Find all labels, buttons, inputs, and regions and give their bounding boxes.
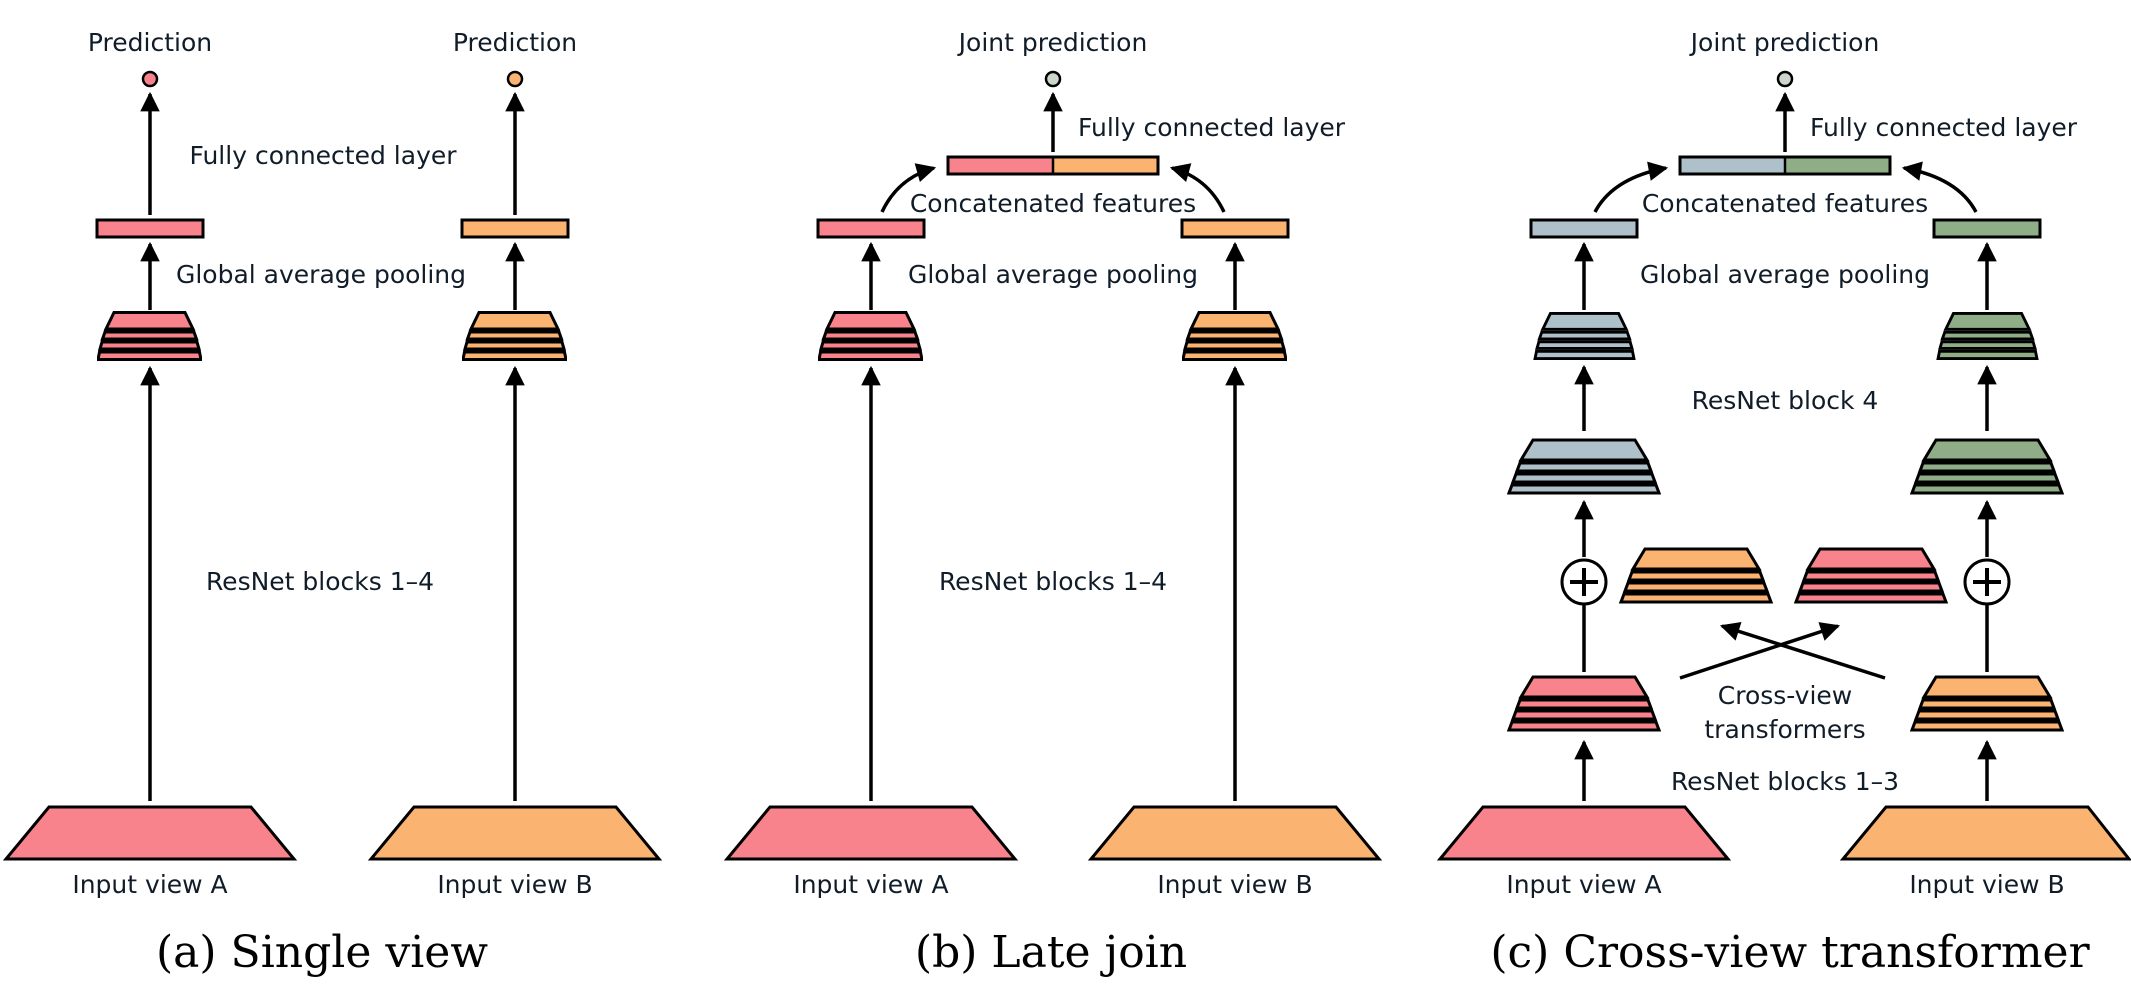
input-view-a-label: Input view A [72,870,227,899]
concatenated-features-label: Concatenated features [1642,189,1928,218]
concat-arrow-a [880,163,937,213]
concatenated-features-label: Concatenated features [910,189,1196,218]
feature-bar-a [95,218,205,239]
concat-arrow-a [1593,161,1669,213]
block3-output-stack-b [1910,675,2064,732]
concat-half-a [1680,157,1785,174]
concat-half-b [1053,157,1158,174]
resnet-stack-a [818,311,923,361]
input-trapezoid-b [1087,805,1383,861]
feature-bar-b [1932,218,2042,239]
fully-connected-label: Fully connected layer [1810,113,2078,142]
cross-view-transformers-label-line2: transformers [1704,715,1865,744]
input-view-b-label: Input view B [1157,870,1312,899]
input-trapezoid-b [367,805,663,861]
block3-output-stack-a [1507,675,1661,732]
feature-bar-a [816,218,926,239]
panel-late-join: Joint prediction Fully connected layer C… [723,28,1383,978]
input-trapezoid-b [1839,805,2131,861]
cross-transformed-stack-a-to-b [1794,547,1948,604]
resnet-stack-a [97,311,202,361]
joint-prediction-label: Joint prediction [957,28,1148,57]
cross-transformed-stack-b-to-a [1619,547,1773,604]
fully-connected-label: Fully connected layer [1078,113,1346,142]
plus-icon-b [1963,558,2011,606]
prediction-dot-b [506,70,524,88]
input-view-a-label: Input view A [1506,870,1661,899]
resnet-stack-b [1182,311,1287,361]
plus-icon-a [1560,558,1608,606]
resnet-blocks-1-3-label: ResNet blocks 1–3 [1671,767,1899,796]
input-view-b-label: Input view B [1909,870,2064,899]
concatenated-feature-bar [1678,155,1892,176]
panel-c-caption: (c) Cross-view transformer [1490,927,2090,978]
feature-bar-b [1180,218,1290,239]
concat-half-b [1785,157,1890,174]
concatenated-feature-bar [946,155,1160,176]
panel-b-caption: (b) Late join [915,927,1187,978]
fused-feature-stack-a [1507,438,1661,495]
panel-cross-view-transformer: Joint prediction Fully connected layer C… [1436,28,2131,978]
input-view-b-label: Input view B [437,870,592,899]
joint-prediction-label: Joint prediction [1689,28,1880,57]
fully-connected-label: Fully connected layer [189,141,457,170]
prediction-label-b: Prediction [453,28,577,57]
fused-feature-stack-b [1910,438,2064,495]
cross-view-transformers-label-line1: Cross-view [1718,681,1852,710]
feature-bar-a [1529,218,1639,239]
resnet-block4-label: ResNet block 4 [1692,386,1879,415]
global-average-pooling-label: Global average pooling [1640,260,1930,289]
concat-arrow-b [1169,163,1226,213]
prediction-dot-a [141,70,159,88]
block4-output-stack-a [1533,312,1636,360]
cross-arrow-b-to-a [1719,621,1886,680]
global-average-pooling-label: Global average pooling [176,260,466,289]
global-average-pooling-label: Global average pooling [908,260,1198,289]
resnet-stack-b [462,311,567,361]
input-trapezoid-a [1436,805,1732,861]
resnet-blocks-label: ResNet blocks 1–4 [206,567,434,596]
input-trapezoid-a [723,805,1019,861]
concat-arrow-b [1901,161,1978,213]
joint-prediction-dot [1044,70,1062,88]
prediction-label-a: Prediction [88,28,212,57]
joint-prediction-dot [1776,70,1794,88]
concat-half-a [948,157,1053,174]
cross-arrow-a-to-b [1679,622,1841,680]
resnet-blocks-label: ResNet blocks 1–4 [939,567,1167,596]
panel-a-caption: (a) Single view [156,927,488,978]
panel-single-view: Prediction Prediction Fully connected la… [2,28,663,978]
input-trapezoid-a [2,805,298,861]
input-view-a-label: Input view A [793,870,948,899]
feature-bar-b [460,218,570,239]
block4-output-stack-b [1936,312,2039,360]
